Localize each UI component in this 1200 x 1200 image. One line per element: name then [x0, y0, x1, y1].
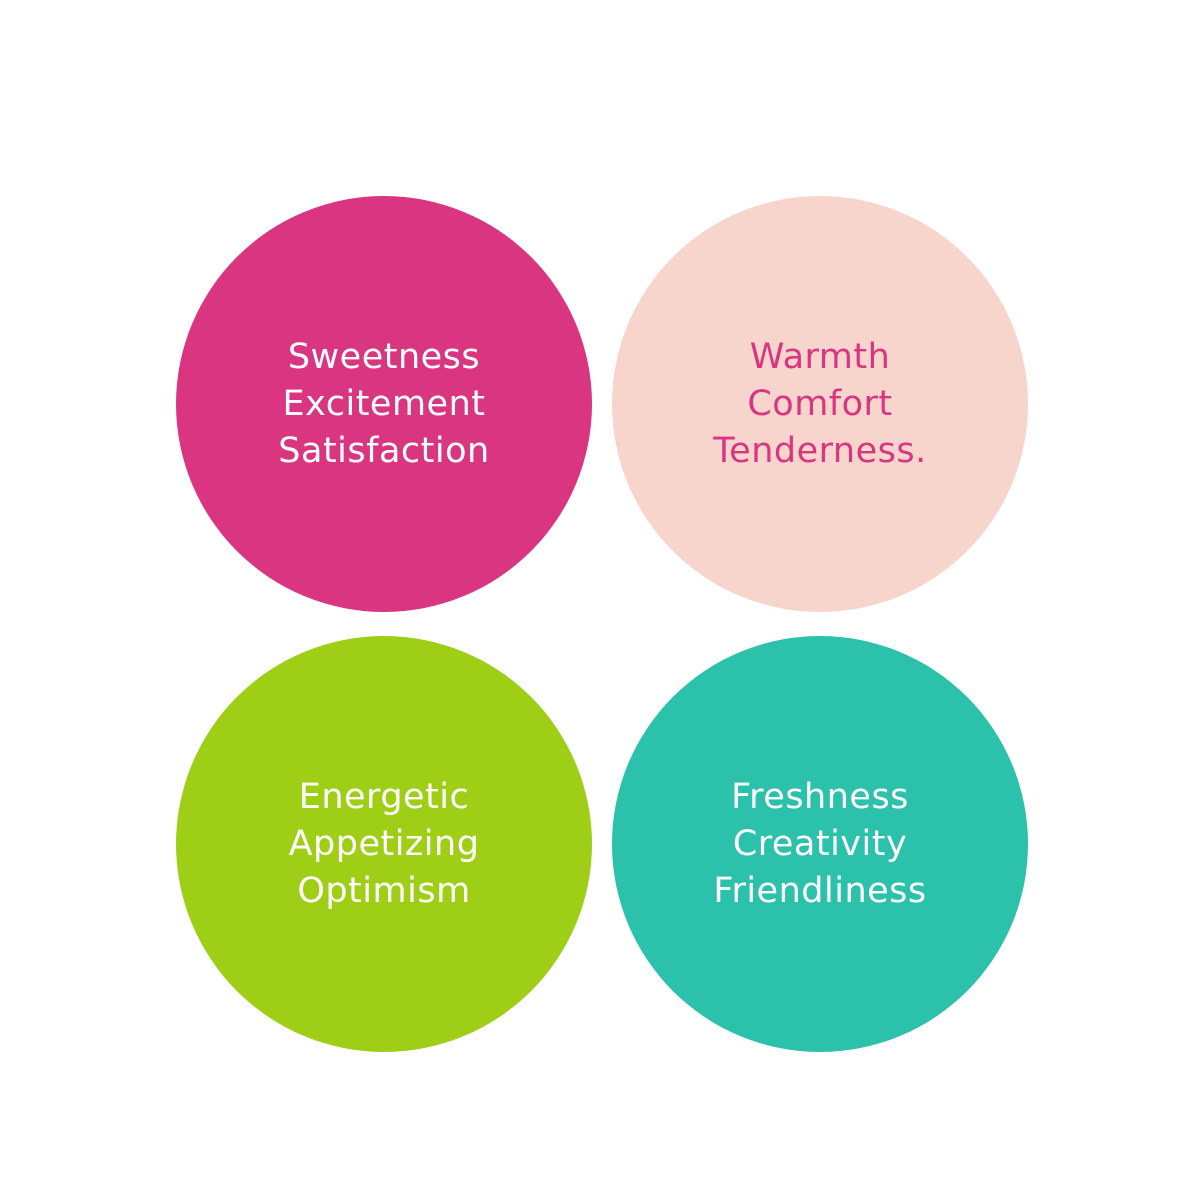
circle-word: Excitement — [282, 383, 486, 424]
circle-sweetness: Sweetness Excitement Satisfaction — [176, 196, 592, 612]
circle-word: Freshness — [731, 776, 909, 817]
circle-warmth: Warmth Comfort Tenderness. — [612, 196, 1028, 612]
circle-word: Optimism — [297, 870, 471, 911]
circle-word: Satisfaction — [278, 430, 490, 471]
circle-word: Tenderness. — [713, 430, 927, 471]
circle-word: Sweetness — [287, 336, 481, 377]
circle-word: Comfort — [747, 383, 893, 424]
circle-word: Friendliness — [713, 870, 927, 911]
circle-word: Appetizing — [288, 823, 480, 864]
circle-freshness: Freshness Creativity Friendliness — [612, 636, 1028, 1052]
circle-word: Creativity — [732, 823, 908, 864]
circle-word: Energetic — [298, 776, 470, 817]
circle-word: Warmth — [749, 336, 891, 377]
circle-energetic: Energetic Appetizing Optimism — [176, 636, 592, 1052]
